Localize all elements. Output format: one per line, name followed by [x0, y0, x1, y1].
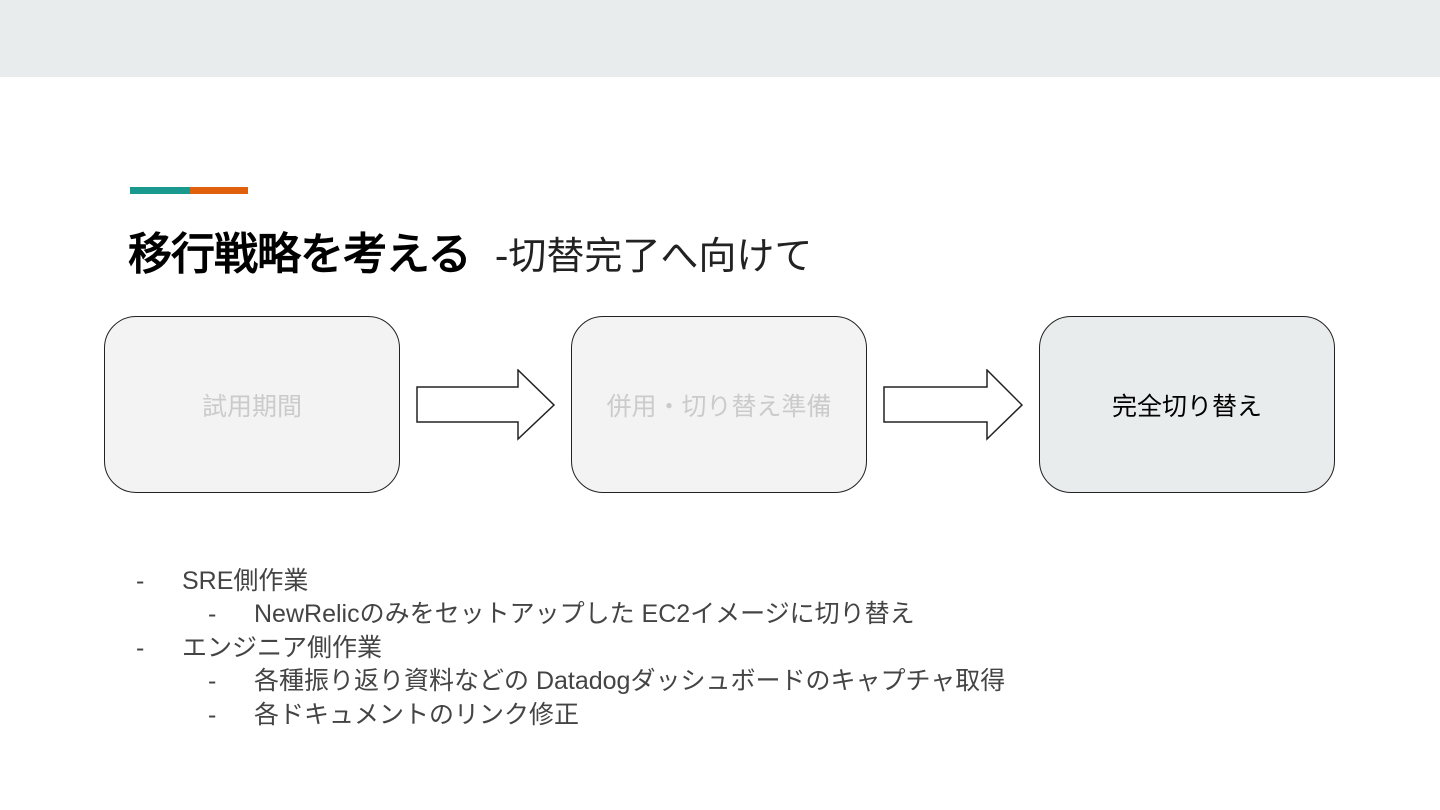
bullet-marker: -: [208, 667, 217, 695]
step-label: 完全切り替え: [1111, 391, 1262, 421]
bullet-marker: -: [208, 600, 217, 628]
header-band: [0, 0, 1440, 77]
step-full-switch: 完全切り替え: [1039, 316, 1335, 493]
title-row: 移行戦略を考える -切替完了へ向けて: [128, 218, 812, 282]
bullet-text: 各種振り返り資料などの Datadogダッシュボードのキャプチャ取得: [254, 667, 1006, 695]
right-arrow-icon: [416, 369, 556, 441]
bullet-text: 各ドキュメントのリンク修正: [254, 701, 580, 729]
slide-subtitle: -切替完了へ向けて: [494, 234, 813, 278]
slide-title: 移行戦略を考える: [128, 229, 472, 280]
step-parallel-preparation: 併用・切り替え準備: [571, 316, 867, 493]
right-arrow-icon: [883, 369, 1023, 441]
bullet-marker: -: [136, 567, 145, 595]
title-accent-teal: [130, 187, 190, 194]
step-trial-period: 試用期間: [104, 316, 400, 493]
bullet-marker: -: [136, 634, 145, 662]
title-accent-orange: [190, 187, 248, 194]
step-label: 試用期間: [201, 391, 302, 421]
bullet-text: SRE側作業: [182, 567, 309, 595]
bullet-marker: -: [208, 701, 217, 729]
step-label: 併用・切り替え準備: [606, 391, 832, 421]
bullet-text: NewRelicのみをセットアップした EC2イメージに切り替え: [254, 600, 915, 628]
bullet-text: エンジニア側作業: [182, 634, 383, 662]
